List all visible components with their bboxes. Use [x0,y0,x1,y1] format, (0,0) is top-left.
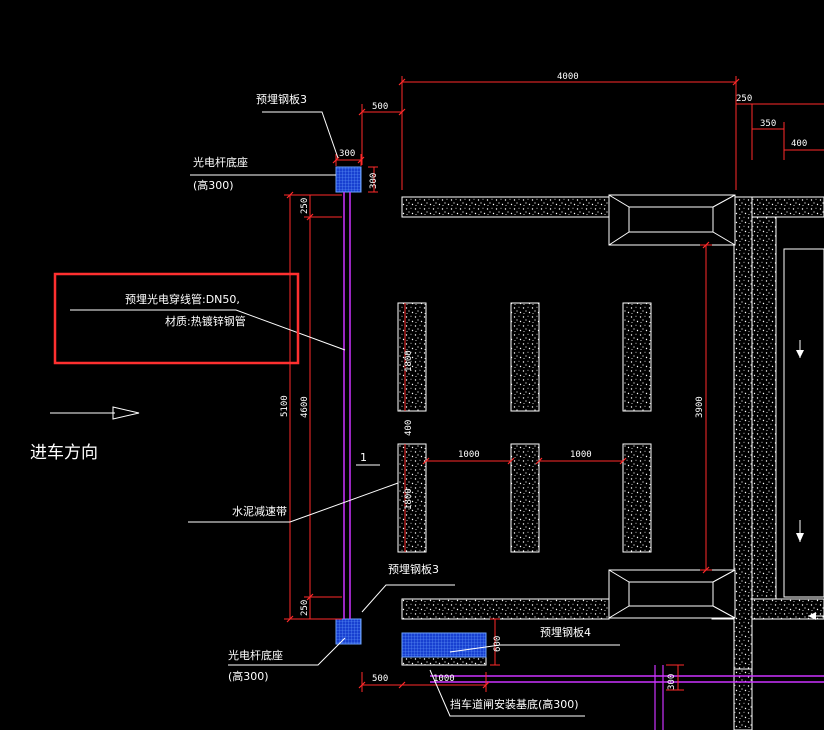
dim-300-v: 300 [369,173,379,189]
label-embed-plate-top: 预埋钢板3 [256,92,307,106]
embed-plate-top [335,166,362,193]
label-conduit-spec: 预埋光电穿线管:DN50, [125,292,240,306]
speed-bump-block [622,443,652,553]
dim-250-left-bot: 250 [300,600,310,616]
label-barrier-base: 挡车道闸安装基底(高300) [450,697,579,711]
dim-400-mid: 400 [404,420,414,436]
speed-bumps [397,302,652,553]
dim-1000-a: 1000 [458,450,480,460]
dim-1000-bottom: 1000 [433,674,455,684]
speed-bump-block [397,302,427,412]
label-photo-base-bottom: 光电杆底座 [228,648,283,662]
dim-400-top: 400 [791,139,807,149]
speed-bump-block [510,302,540,412]
speed-bump-block [397,443,427,553]
label-section-mark: 1 [360,451,367,464]
conduit-pipe [343,192,824,730]
label-embed-plate-4: 预埋钢板4 [540,625,591,639]
right-wall [733,196,753,670]
label-photo-base-top-height: (高300) [193,178,234,192]
dim-500-bottom: 500 [372,674,388,684]
dim-4000: 4000 [557,72,579,82]
dim-5100: 5100 [280,395,290,417]
label-embed-plate-bottom: 预埋钢板3 [388,562,439,576]
dim-300-h: 300 [339,149,355,159]
dim-250-top: 250 [736,94,752,104]
drain-grate-top [608,194,736,246]
dim-500-top: 500 [372,102,388,112]
dim-4600: 4600 [300,396,310,418]
island-outer [751,196,824,218]
drain-grate-bottom [608,569,736,619]
island-side [751,216,777,600]
embed-plate-bottom [335,618,362,645]
bottom-slab [401,598,610,620]
dim-1000-b: 1000 [570,450,592,460]
concrete-structures [401,196,824,730]
dim-1800-a: 1800 [404,350,414,372]
dimension-ticks [286,78,740,689]
label-photo-base-bottom-height: (高300) [228,669,269,683]
lane-arrows [796,340,824,620]
dim-250-left-top: 250 [300,198,310,214]
dimension-lines [284,76,824,692]
right-lower-post [733,668,753,730]
dim-300-bottom: 300 [667,674,677,690]
dim-600: 600 [493,636,503,652]
label-entry-direction: 进车方向 [30,443,98,463]
speed-bump-block [510,443,540,553]
label-photo-base-top: 光电杆底座 [193,155,248,169]
dim-3900: 3900 [695,396,705,418]
embed-plate-4 [401,632,487,658]
top-slab [401,196,610,218]
island-inner [783,248,824,598]
highlight-box [53,272,300,365]
label-conduit-material: 材质:热镀锌钢管 [165,314,246,328]
label-speed-bump: 水泥减速带 [232,505,287,518]
dim-350: 350 [760,119,776,129]
island-bottom [751,598,824,620]
leader-lines [50,111,620,717]
dim-1800-b: 1800 [404,488,414,510]
speed-bump-block [622,302,652,412]
